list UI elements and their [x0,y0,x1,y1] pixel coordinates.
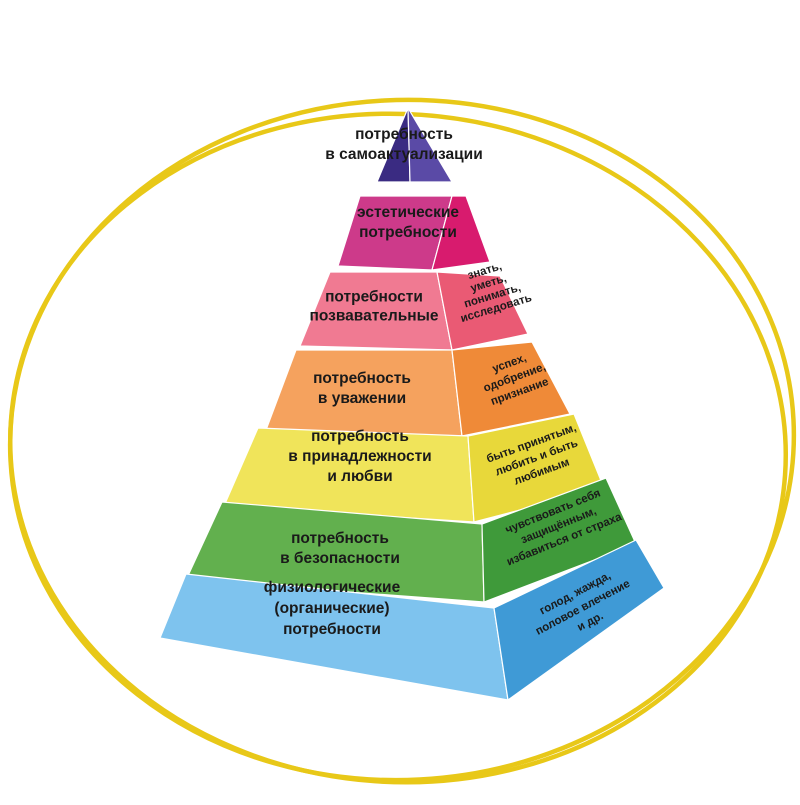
tier-label: потребность в безопасности [280,530,400,567]
tier-label: потребность в принадлежности и любви [288,428,431,485]
tier-side-face [431,195,491,271]
tier-front-face [376,107,411,183]
tier-label-line: в самоактуализации [325,146,482,163]
tier-side-face [451,341,571,437]
tier-label-line: в уважении [318,390,406,407]
tier-label-line: в безопасности [280,550,400,567]
tier-side-face [407,105,454,183]
tier-label-line: потребность [355,126,453,143]
tier-label: потребности позвавательные [309,289,438,325]
tier-label-line: потребности [325,289,423,306]
ring-ellipse-2 [7,111,789,785]
tier-label: потребность в уважении [313,370,411,407]
tier-label-line: и любви [327,468,392,485]
tier-aesthetic: эстетические потребности [337,195,491,271]
tier-label: физиологические (органические) потребности [264,579,401,638]
tier-label-line: в принадлежности [288,448,431,465]
tier-side-face [493,539,665,702]
tier-label: потребность в самоактуализации [325,126,482,163]
tier-self-actualization: потребность в самоактуализации [325,105,483,183]
tier-label: эстетические потребности [357,204,459,241]
tier-label-line: физиологические [264,579,401,596]
tier-label-line: потребность [291,530,389,547]
tier-side-face [436,271,529,351]
tier-label-line: потребности [283,621,381,638]
tier-label-line: эстетические [357,204,459,221]
tier-label-line: потребность [311,428,409,445]
tier-label-line: потребность [313,370,411,387]
ellipse-rings [7,97,797,785]
tier-label-line: позвавательные [309,308,438,325]
tier-label-line: потребности [359,224,457,241]
tier-label-line: (органические) [274,600,389,617]
pyramid-tiers: потребность в самоактуализации эстетически… [159,105,665,702]
